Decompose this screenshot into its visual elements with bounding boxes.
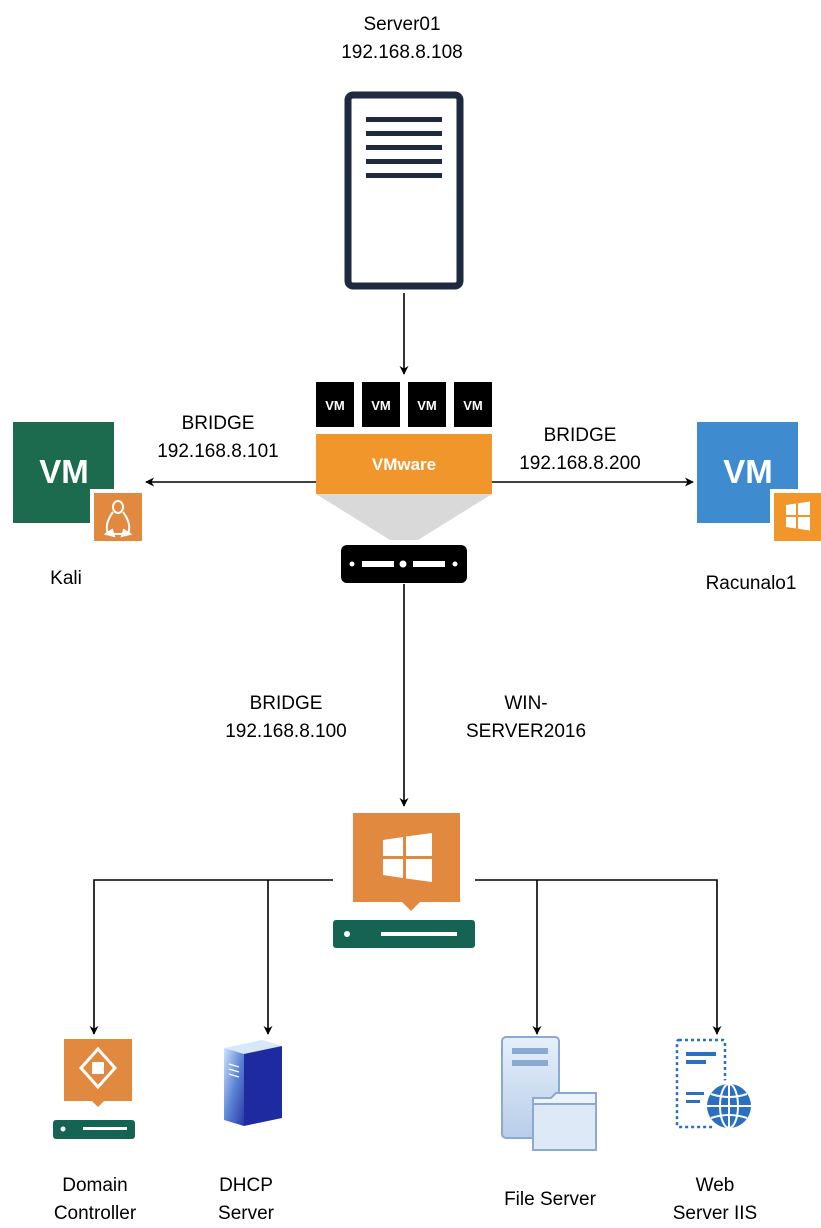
vmware-label: VMware	[372, 455, 436, 474]
racunalo1-vm-badge: VM	[723, 453, 773, 490]
kali-vm-icon: VM	[13, 422, 146, 545]
winserver-link-ip: 192.168.8.100	[225, 721, 347, 742]
winserver-link-label: BRIDGE 192.168.8.100	[186, 690, 386, 746]
file-server-icon	[501, 1036, 597, 1151]
link-to-domain-controller	[89, 879, 333, 1035]
win-server2016-icon	[333, 813, 475, 948]
role-line2: Server	[218, 1203, 274, 1224]
vm-tile-label: VM	[417, 398, 437, 413]
racunalo1-name: Racunalo1	[705, 573, 797, 594]
racunalo-link-ip: 192.168.8.200	[519, 453, 641, 474]
role-line1: Web	[695, 1175, 735, 1196]
server01-label: Server01 192.168.8.108	[302, 11, 502, 67]
linux-penguin-icon	[103, 500, 133, 538]
racunalo1-vm-icon: VM	[697, 422, 821, 545]
vmware-funnel	[316, 494, 492, 540]
server01-name: Server01	[363, 14, 441, 35]
role-line2: Controller	[53, 1203, 137, 1224]
windows-logo-icon	[786, 501, 810, 531]
web-server-iis-icon	[675, 1038, 755, 1132]
server01-icon	[344, 91, 464, 290]
winserver-name-line1: WIN-	[504, 693, 548, 714]
connectors	[89, 293, 722, 1035]
kali-link-label: BRIDGE 192.168.8.101	[118, 410, 318, 466]
kali-link-mode: BRIDGE	[181, 413, 255, 434]
vm-tile-label: VM	[463, 398, 483, 413]
role-line2: Server IIS	[672, 1203, 758, 1224]
host-appliance-icon	[341, 545, 467, 583]
windows-logo-icon	[383, 833, 432, 882]
domain-controller-icon	[53, 1039, 135, 1139]
role-line1: DHCP	[219, 1175, 273, 1196]
role-line1: Domain	[62, 1175, 128, 1196]
role-file-server-label: File Server	[480, 1186, 620, 1214]
winserver-link-mode: BRIDGE	[249, 693, 323, 714]
kali-name: Kali	[50, 568, 82, 589]
vm-tile-label: VM	[325, 398, 345, 413]
vm-tiles: VM VM VM VM	[316, 382, 492, 427]
role-line1: File Server	[504, 1189, 596, 1210]
role-dhcp-server-label: DHCP Server	[196, 1172, 296, 1228]
winserver-name-line2: SERVER2016	[465, 721, 587, 742]
racunalo-link-label: BRIDGE 192.168.8.200	[480, 422, 680, 478]
vm-tile-label: VM	[371, 398, 391, 413]
server01-ip: 192.168.8.108	[341, 42, 463, 63]
kali-vm-badge: VM	[39, 453, 89, 490]
vmware-hypervisor-icon: VM VM VM VM VMware	[316, 382, 492, 583]
role-web-server-iis-label: Web Server IIS	[650, 1172, 780, 1228]
vmware-bar	[316, 434, 492, 494]
kali-link-ip: 192.168.8.101	[157, 441, 279, 462]
dhcp-server-icon	[224, 1040, 282, 1126]
link-to-web-server	[475, 879, 722, 1035]
winserver-name: WIN- SERVER2016	[446, 690, 606, 746]
racunalo-link-mode: BRIDGE	[543, 425, 617, 446]
role-domain-controller-label: Domain Controller	[20, 1172, 170, 1228]
